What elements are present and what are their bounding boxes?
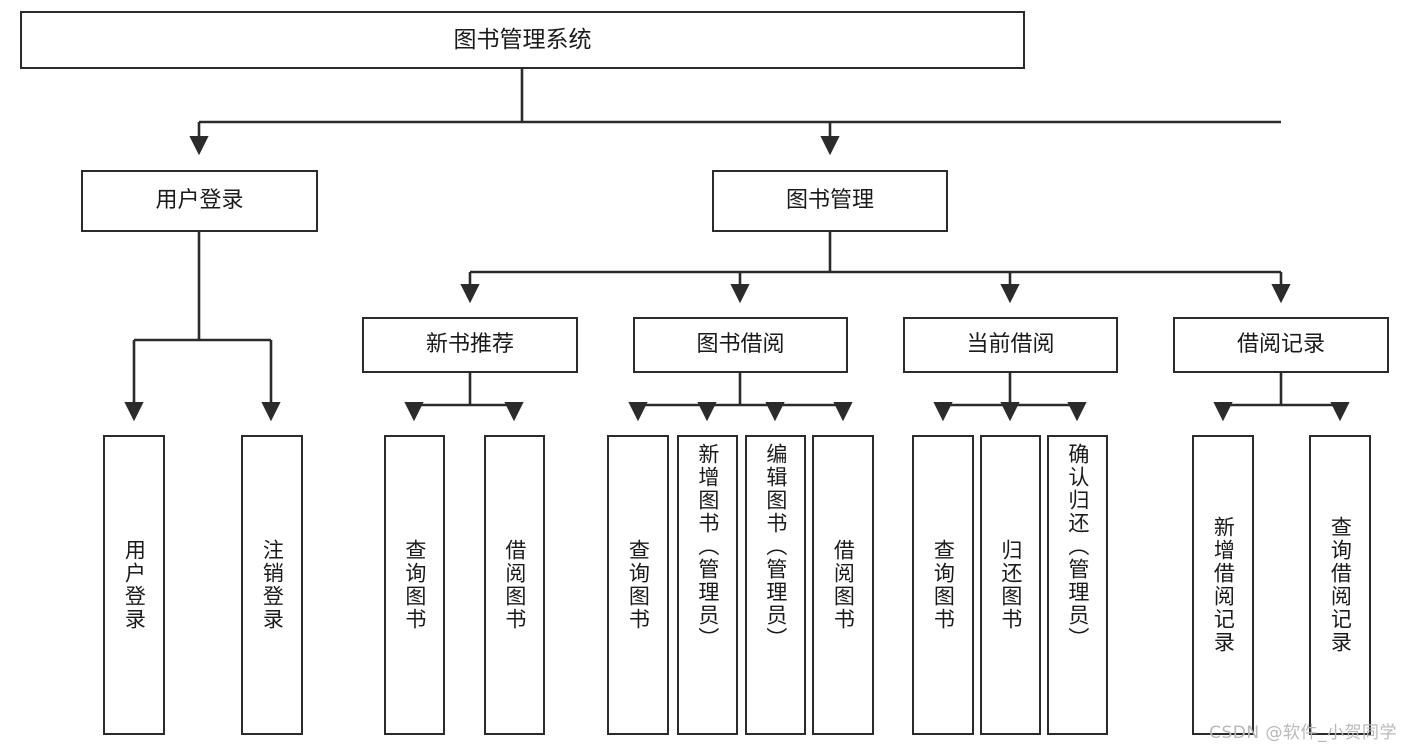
node-user-login[interactable]: 用户登录: [81, 170, 318, 232]
leaf-borrow-book-recommend[interactable]: 借阅图书: [484, 435, 545, 735]
leaf-query-book-current[interactable]: 查询图书: [912, 435, 974, 735]
node-current-borrow[interactable]: 当前借阅: [903, 317, 1118, 373]
node-label: 图书管理系统: [453, 26, 592, 53]
leaf-query-borrow-record[interactable]: 查询借阅记录: [1309, 435, 1371, 735]
leaf-query-book-recommend[interactable]: 查询图书: [384, 435, 445, 735]
node-label: 新增借阅记录: [1211, 516, 1236, 654]
leaf-query-book-borrow[interactable]: 查询图书: [607, 435, 669, 735]
leaf-user-login[interactable]: 用户登录: [103, 435, 165, 735]
leaf-add-borrow-record[interactable]: 新增借阅记录: [1192, 435, 1254, 735]
leaf-return-book[interactable]: 归还图书: [980, 435, 1041, 735]
node-label: 查询图书: [626, 539, 651, 631]
csdn-watermark: CSDN @软件_小贺同学: [1209, 723, 1397, 743]
node-label: 图书管理: [785, 188, 874, 214]
node-label: 图书借阅: [696, 332, 785, 358]
node-borrow-record[interactable]: 借阅记录: [1173, 317, 1389, 373]
node-root-book-management-system[interactable]: 图书管理系统: [20, 11, 1025, 69]
node-label: 归还图书: [998, 539, 1023, 631]
leaf-add-book-admin[interactable]: 新增图书（管理员）: [677, 435, 738, 735]
leaf-edit-book-admin[interactable]: 编辑图书（管理员）: [745, 435, 806, 735]
node-label: 编辑图书（管理员）: [763, 443, 788, 650]
node-label: 用户登录: [122, 539, 147, 631]
node-label: 新书推荐: [425, 332, 514, 358]
node-label: 查询图书: [931, 539, 956, 631]
node-label: 查询图书: [402, 539, 427, 631]
leaf-confirm-return-admin[interactable]: 确认归还（管理员）: [1047, 435, 1108, 735]
node-book-borrow[interactable]: 图书借阅: [633, 317, 848, 373]
node-new-book-recommend[interactable]: 新书推荐: [362, 317, 578, 373]
node-label: 当前借阅: [966, 332, 1055, 358]
leaf-logout[interactable]: 注销登录: [241, 435, 303, 735]
node-label: 注销登录: [260, 539, 285, 631]
node-book-management[interactable]: 图书管理: [712, 170, 948, 232]
node-label: 新增图书（管理员）: [695, 443, 720, 650]
node-label: 查询借阅记录: [1328, 516, 1353, 654]
node-label: 借阅记录: [1236, 332, 1325, 358]
node-label: 借阅图书: [831, 539, 856, 631]
node-label: 借阅图书: [502, 539, 527, 631]
node-label: 用户登录: [155, 188, 244, 214]
node-label: 确认归还（管理员）: [1065, 443, 1090, 650]
leaf-borrow-book[interactable]: 借阅图书: [812, 435, 874, 735]
